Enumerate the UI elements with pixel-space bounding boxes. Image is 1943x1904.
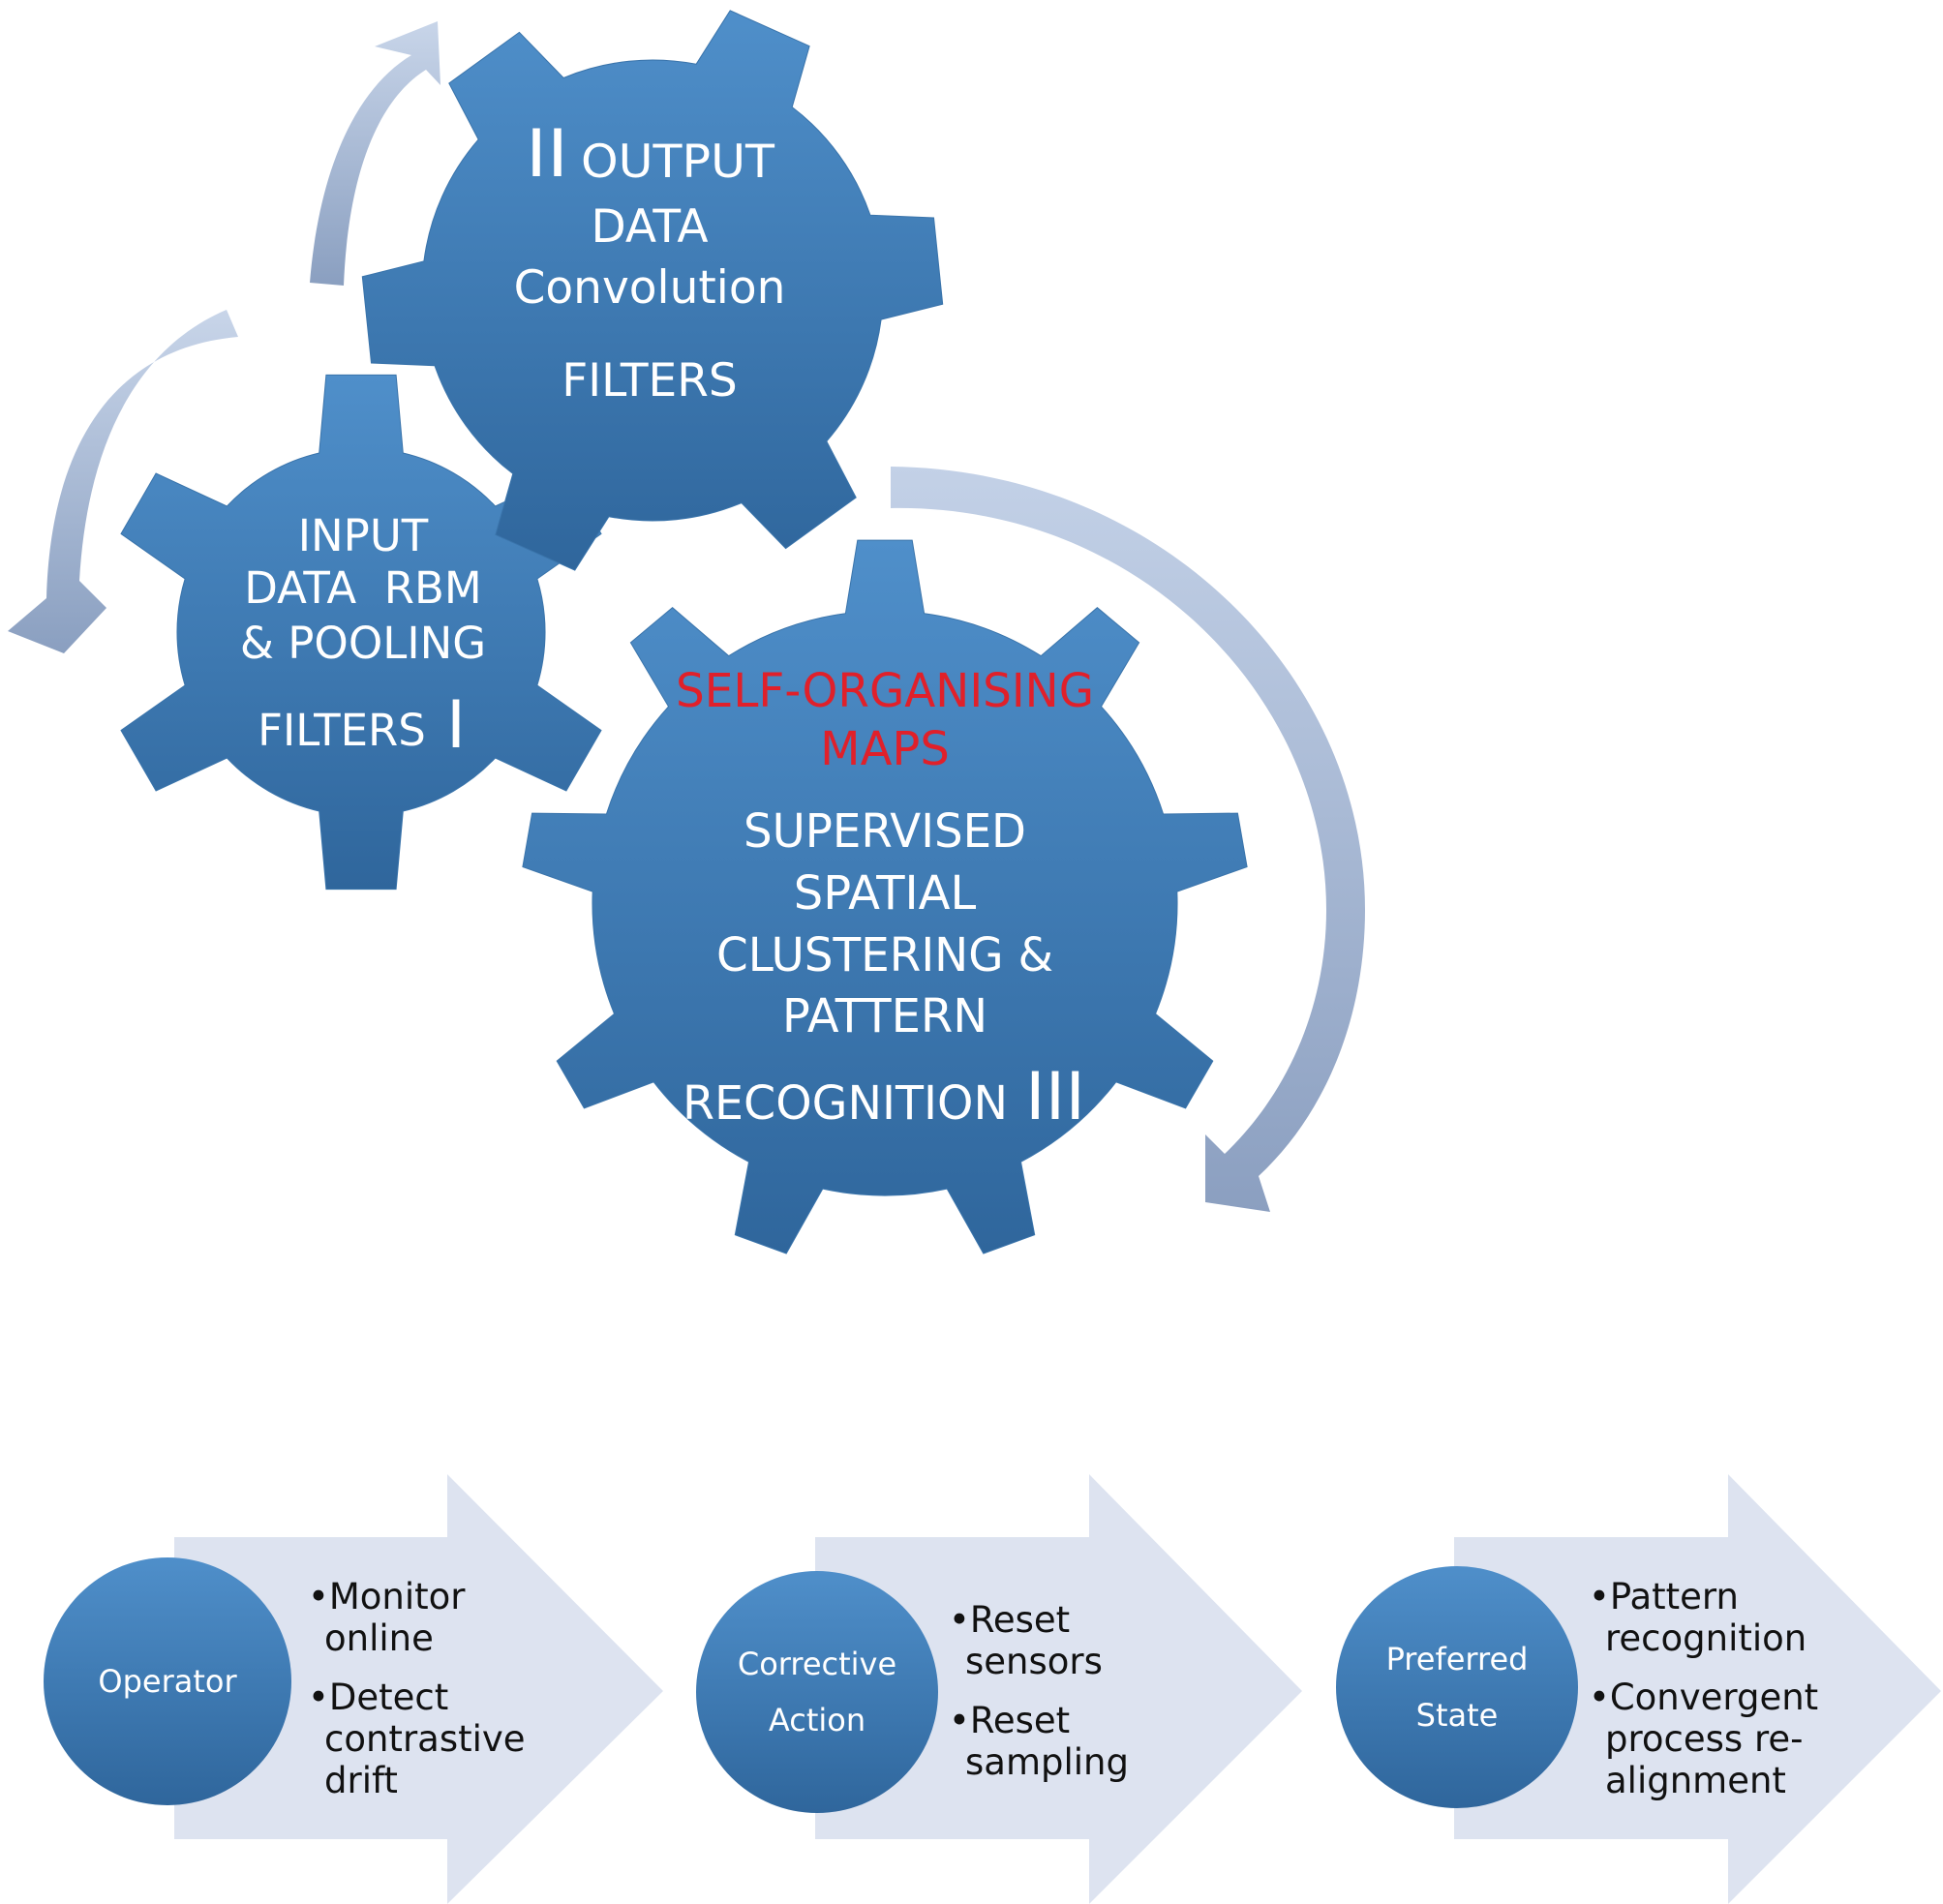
step-bullet-line: online <box>324 1617 434 1659</box>
step-bullet-line: drift <box>324 1760 398 1801</box>
input-gear <box>120 374 602 891</box>
output-gear <box>361 10 944 571</box>
som-gear <box>522 539 1248 1254</box>
step-2: CorrectiveAction•Resetsensors•Resetsampl… <box>696 1474 1302 1904</box>
step-circle <box>1336 1566 1578 1808</box>
output-gear-label: II OUTPUT DATA Convolution FILTERS <box>514 116 786 408</box>
input-gear-numeral: I <box>446 687 466 764</box>
input-gear-label: INPUT DATA RBM & POOLING FILTERS I <box>240 510 486 764</box>
output-gear-numeral: II <box>526 116 568 193</box>
step-bullet-line: •Detect <box>308 1677 448 1718</box>
curved-arrow-top <box>310 21 440 286</box>
step-circle-label: State <box>1416 1697 1499 1734</box>
step-bullet-line: •Reset <box>949 1700 1070 1741</box>
som-gear-label: SELF-ORGANISING MAPS SUPERVISED SPATIAL … <box>676 664 1094 1135</box>
input-gear-line3: & POOLING <box>240 618 486 669</box>
step-arrow <box>815 1474 1302 1904</box>
output-gear-line4: FILTERS <box>562 354 738 408</box>
output-gear-line3: Convolution <box>514 261 786 315</box>
step-circle <box>44 1557 291 1805</box>
som-line4: PATTERN <box>782 989 987 1043</box>
step-circle-label: Preferred <box>1386 1641 1529 1677</box>
step-arrow <box>1454 1474 1941 1904</box>
curved-arrow-right <box>891 467 1365 1212</box>
step-arrow <box>174 1474 663 1904</box>
curved-arrow-left <box>8 310 238 653</box>
som-red-line2: MAPS <box>820 722 950 776</box>
output-gear-line2: DATA <box>591 200 708 254</box>
input-gear-line2: DATA RBM <box>244 562 482 614</box>
step-bullet-line: recognition <box>1605 1617 1806 1659</box>
step-bullet-line: •Monitor <box>308 1576 466 1617</box>
som-line2: SPATIAL <box>794 866 977 921</box>
input-gear-line1: INPUT <box>298 510 429 561</box>
som-numeral: III <box>1025 1059 1085 1135</box>
step-bullet-line: alignment <box>1605 1760 1786 1801</box>
som-line1: SUPERVISED <box>744 804 1026 859</box>
step-circle <box>696 1571 938 1813</box>
step-bullet-line: sensors <box>965 1641 1103 1682</box>
step-circle-label: Action <box>769 1702 865 1738</box>
step-bullet-line: •Reset <box>949 1599 1070 1641</box>
step-bullet-line: contrastive <box>324 1718 526 1760</box>
output-gear-line1: OUTPUT <box>581 136 774 189</box>
som-line3: CLUSTERING & <box>716 928 1053 982</box>
som-red-line1: SELF-ORGANISING <box>676 664 1094 718</box>
step-bullet-line: •Convergent <box>1589 1677 1818 1718</box>
step-circle-label: Corrective <box>738 1646 896 1682</box>
som-line5: RECOGNITION <box>683 1076 1008 1131</box>
step-bullet-line: sampling <box>965 1741 1129 1783</box>
step-circle-label: Operator <box>98 1663 237 1700</box>
step-bullet-line: •Pattern <box>1589 1576 1739 1617</box>
input-gear-line4: FILTERS <box>258 705 426 756</box>
step-bullet-line: process re- <box>1605 1718 1803 1760</box>
